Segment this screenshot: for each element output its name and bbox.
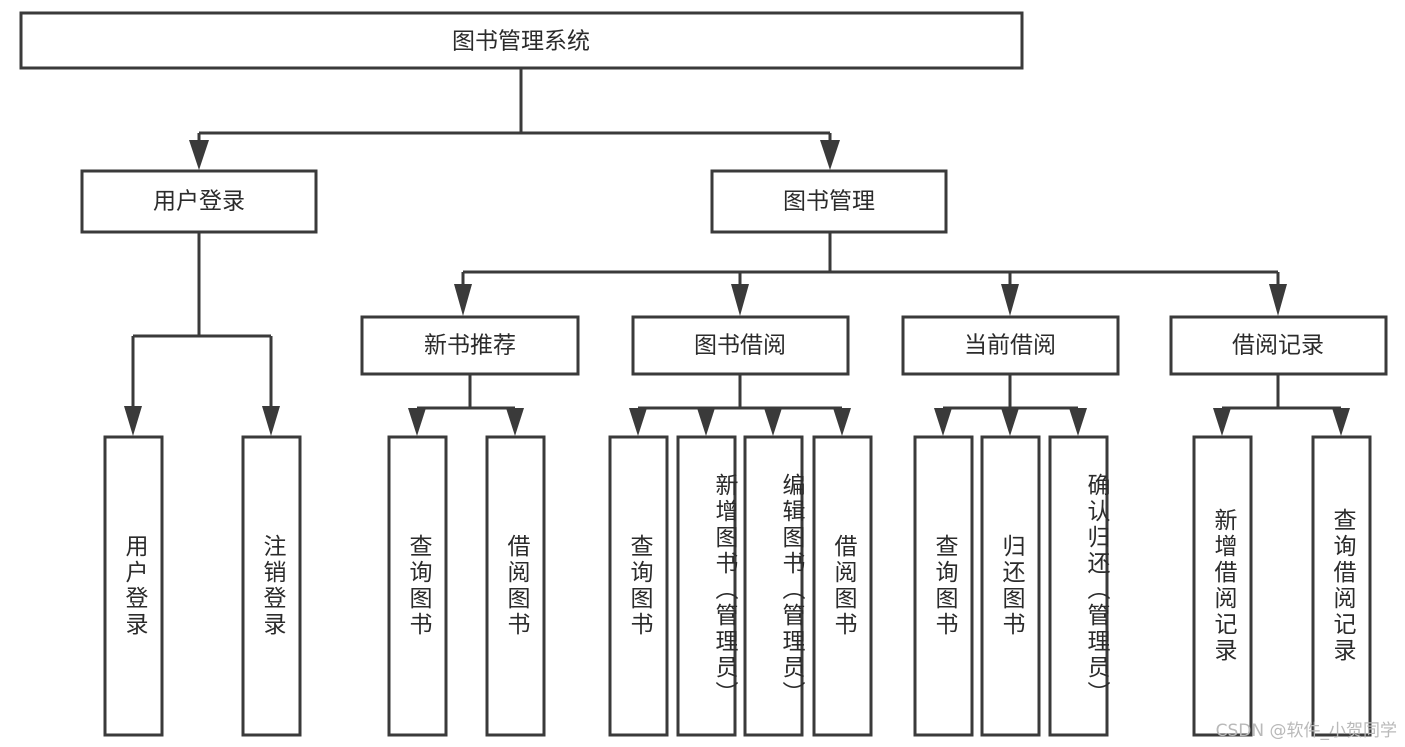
arrow-head-userlogin-1 xyxy=(124,406,142,436)
arrow-head-bookmanage-1 xyxy=(454,284,472,316)
connector-group-book-manage xyxy=(454,232,1287,316)
arrow-head-bookmanage-2 xyxy=(731,284,749,316)
leaf-box-book-borrow-1[interactable] xyxy=(608,435,669,737)
arrow-head-borrowrecord-1 xyxy=(1213,408,1231,436)
node-book-borrow-label: 图书借阅 xyxy=(694,333,786,359)
connector-group-user-login xyxy=(124,232,280,436)
node-borrow-record[interactable]: 借阅记录 xyxy=(1169,315,1388,376)
arrow-head-newbook-1 xyxy=(408,408,426,436)
arrow-head-root-1 xyxy=(189,140,209,170)
connector-group-current-borrow xyxy=(934,374,1087,436)
node-book-manage-label: 图书管理 xyxy=(783,189,875,215)
node-current-borrow-label: 当前借阅 xyxy=(964,333,1056,359)
arrow-head-borrowrecord-2 xyxy=(1332,408,1350,436)
leaf-box-book-borrow-2[interactable] xyxy=(676,435,737,737)
leaf-group-current-borrow xyxy=(913,435,1109,737)
node-book-borrow-box[interactable] xyxy=(631,315,850,376)
leaf-group-user-login xyxy=(103,435,302,737)
node-new-book-box[interactable] xyxy=(360,315,580,376)
arrow-head-bookborrow-2 xyxy=(697,408,715,436)
node-root[interactable]: 图书管理系统 xyxy=(19,11,1024,70)
node-root-label: 图书管理系统 xyxy=(452,29,590,55)
leaf-group-book-borrow xyxy=(608,435,873,737)
arrow-head-currentborrow-1 xyxy=(934,408,952,436)
node-current-borrow-box[interactable] xyxy=(901,315,1120,376)
leaf-box-book-borrow-3[interactable] xyxy=(743,435,804,737)
leaf-box-current-borrow-3[interactable] xyxy=(1048,435,1109,737)
arrow-head-currentborrow-2 xyxy=(1001,408,1019,436)
leaf-box-new-book-1[interactable] xyxy=(387,435,448,737)
connector-group-book-borrow xyxy=(629,374,851,436)
connector-group-root xyxy=(189,68,840,170)
leaf-box-borrow-record-1[interactable] xyxy=(1192,435,1253,737)
node-user-login-label: 用户登录 xyxy=(153,189,245,215)
node-user-login-box[interactable] xyxy=(80,169,318,234)
node-new-book-label: 新书推荐 xyxy=(424,333,516,359)
arrow-head-bookborrow-1 xyxy=(629,408,647,436)
leaf-group-new-book xyxy=(387,435,546,737)
leaf-box-new-book-2[interactable] xyxy=(485,435,546,737)
arrow-head-bookmanage-3 xyxy=(1001,284,1019,316)
arrow-head-bookborrow-4 xyxy=(833,408,851,436)
arrow-head-userlogin-2 xyxy=(262,406,280,436)
node-user-login[interactable]: 用户登录 xyxy=(80,169,318,234)
arrow-head-bookborrow-3 xyxy=(764,408,782,436)
csdn-watermark: CSDN @软件_小贺同学 xyxy=(1215,721,1397,741)
connector-group-new-book xyxy=(408,374,524,436)
node-borrow-record-box[interactable] xyxy=(1169,315,1388,376)
arrow-head-currentborrow-3 xyxy=(1069,408,1087,436)
node-borrow-record-label: 借阅记录 xyxy=(1232,333,1324,359)
node-book-borrow[interactable]: 图书借阅 xyxy=(631,315,850,376)
node-book-manage-box[interactable] xyxy=(710,169,948,234)
leaf-box-book-borrow-4[interactable] xyxy=(812,435,873,737)
arrow-head-root-2 xyxy=(820,140,840,170)
leaf-box-current-borrow-1[interactable] xyxy=(913,435,974,737)
leaf-group-borrow-record xyxy=(1192,435,1372,737)
arrow-head-newbook-2 xyxy=(506,408,524,436)
node-book-manage[interactable]: 图书管理 xyxy=(710,169,948,234)
node-current-borrow[interactable]: 当前借阅 xyxy=(901,315,1120,376)
leaf-box-user-login-1[interactable] xyxy=(103,435,164,737)
leaf-box-current-borrow-2[interactable] xyxy=(980,435,1041,737)
connector-group-borrow-record xyxy=(1213,374,1350,436)
arrow-head-bookmanage-4 xyxy=(1269,284,1287,316)
node-new-book[interactable]: 新书推荐 xyxy=(360,315,580,376)
node-root-box[interactable] xyxy=(19,11,1024,70)
leaf-box-borrow-record-2[interactable] xyxy=(1311,435,1372,737)
leaf-box-user-login-2[interactable] xyxy=(241,435,302,737)
